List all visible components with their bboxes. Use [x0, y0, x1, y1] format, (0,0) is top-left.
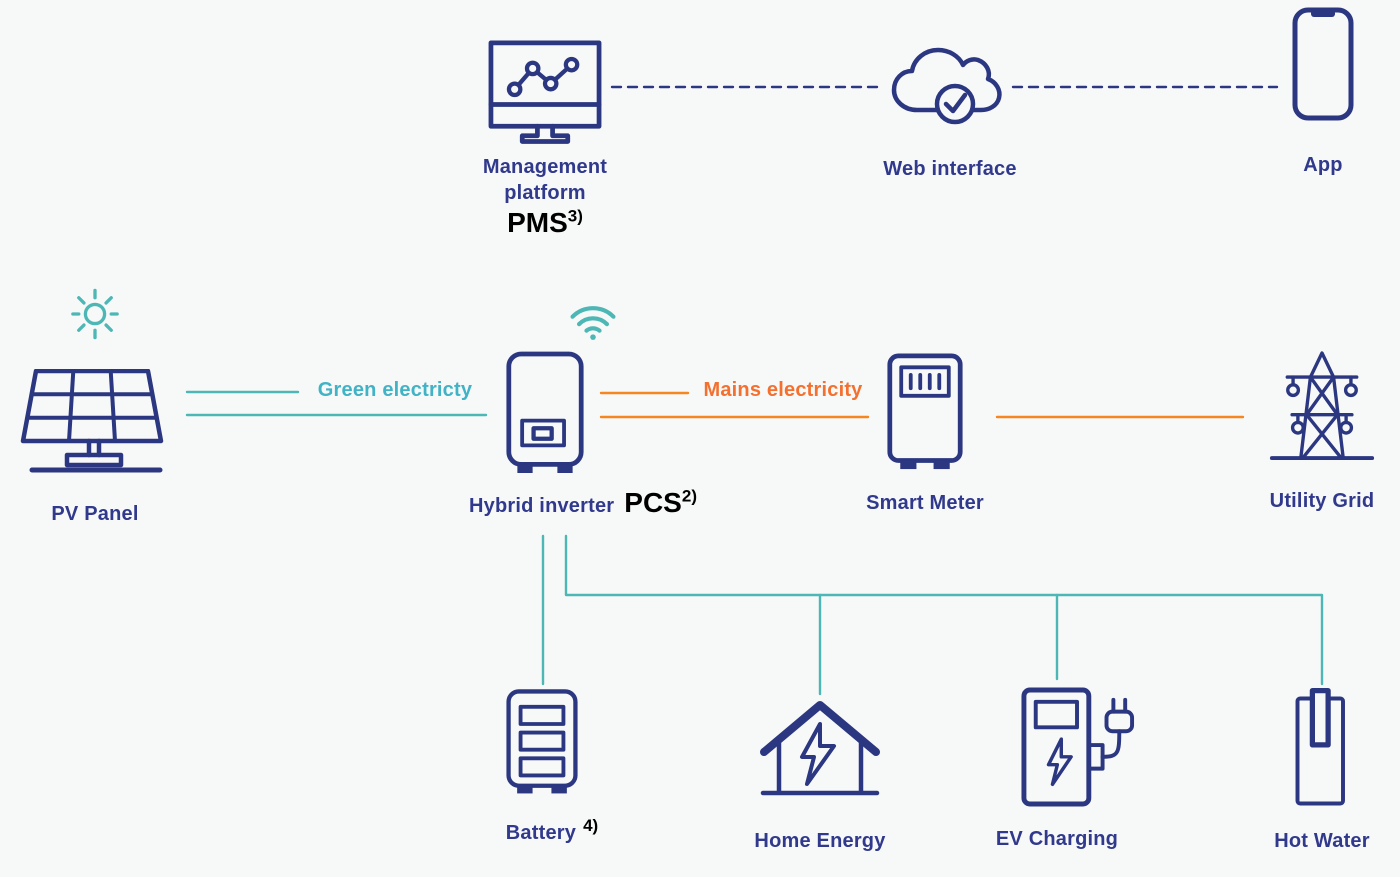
utility-grid-label: Utility Grid: [1269, 490, 1375, 512]
house-bolt-icon: [760, 701, 880, 796]
pv-panel-label: PV Panel: [51, 503, 139, 525]
hot-water-label: Hot Water: [1274, 830, 1370, 852]
battery-icon: [506, 689, 578, 794]
sun-icon: [71, 288, 119, 340]
transmission-tower-icon: [1269, 351, 1375, 461]
web-interface-label: Web interface: [883, 158, 1017, 180]
management-platform-label-line2: platform: [504, 182, 586, 204]
wifi-icon: [570, 306, 616, 340]
battery-annotation-sup: 4): [583, 816, 599, 835]
pcs-annotation: PCS2): [624, 486, 697, 518]
smart-meter-label: Smart Meter: [866, 492, 984, 514]
battery-label: Battery: [505, 822, 577, 844]
ev-charging-node: EV Charging: [995, 684, 1158, 852]
smart-meter-icon: [887, 353, 963, 470]
utility-grid-node: Utility Grid: [1242, 350, 1400, 514]
cloud-check-icon: [891, 47, 1002, 125]
hybrid-inverter-label-row: Hybrid inverter PCS2): [469, 486, 697, 519]
ev-charger-icon: [1021, 687, 1135, 807]
smart-meter-node: Smart Meter: [845, 352, 1005, 516]
app-node: App: [1253, 6, 1393, 178]
pcs-text: PCS: [624, 487, 682, 518]
home-energy-node: Home Energy: [730, 696, 910, 854]
pcs-sup: 2): [681, 486, 697, 506]
pms-text: PMS: [507, 207, 568, 238]
pms-sup: 3): [567, 206, 583, 226]
pv-panel-node: PV Panel: [15, 283, 175, 527]
water-heater-icon: [1295, 688, 1345, 806]
pms-annotation: PMS3): [507, 206, 583, 238]
ev-charging-label: EV Charging: [995, 828, 1119, 850]
battery-node: Battery 4): [462, 688, 622, 846]
monitor-chart-icon: [488, 40, 602, 144]
management-platform-label-line1: Management: [482, 156, 608, 178]
hot-water-node: Hot Water: [1242, 688, 1400, 854]
smartphone-icon: [1292, 7, 1354, 121]
web-interface-node: Web interface: [856, 46, 1044, 182]
inverter-icon: [506, 351, 584, 473]
green-electricity-label: Green electricty: [317, 379, 473, 401]
management-platform-node: Management platform PMS3): [455, 40, 635, 237]
battery-label-row: Battery 4): [505, 816, 598, 846]
hybrid-inverter-label: Hybrid inverter: [469, 495, 615, 517]
home-energy-label: Home Energy: [754, 830, 886, 852]
app-label: App: [1303, 154, 1343, 176]
load-distribution-bus: [564, 534, 1324, 686]
mains-electricity-label: Mains electricity: [703, 379, 863, 401]
hybrid-inverter-node: Hybrid inverter PCS2): [455, 298, 697, 519]
solar-panel-icon: [20, 369, 164, 473]
